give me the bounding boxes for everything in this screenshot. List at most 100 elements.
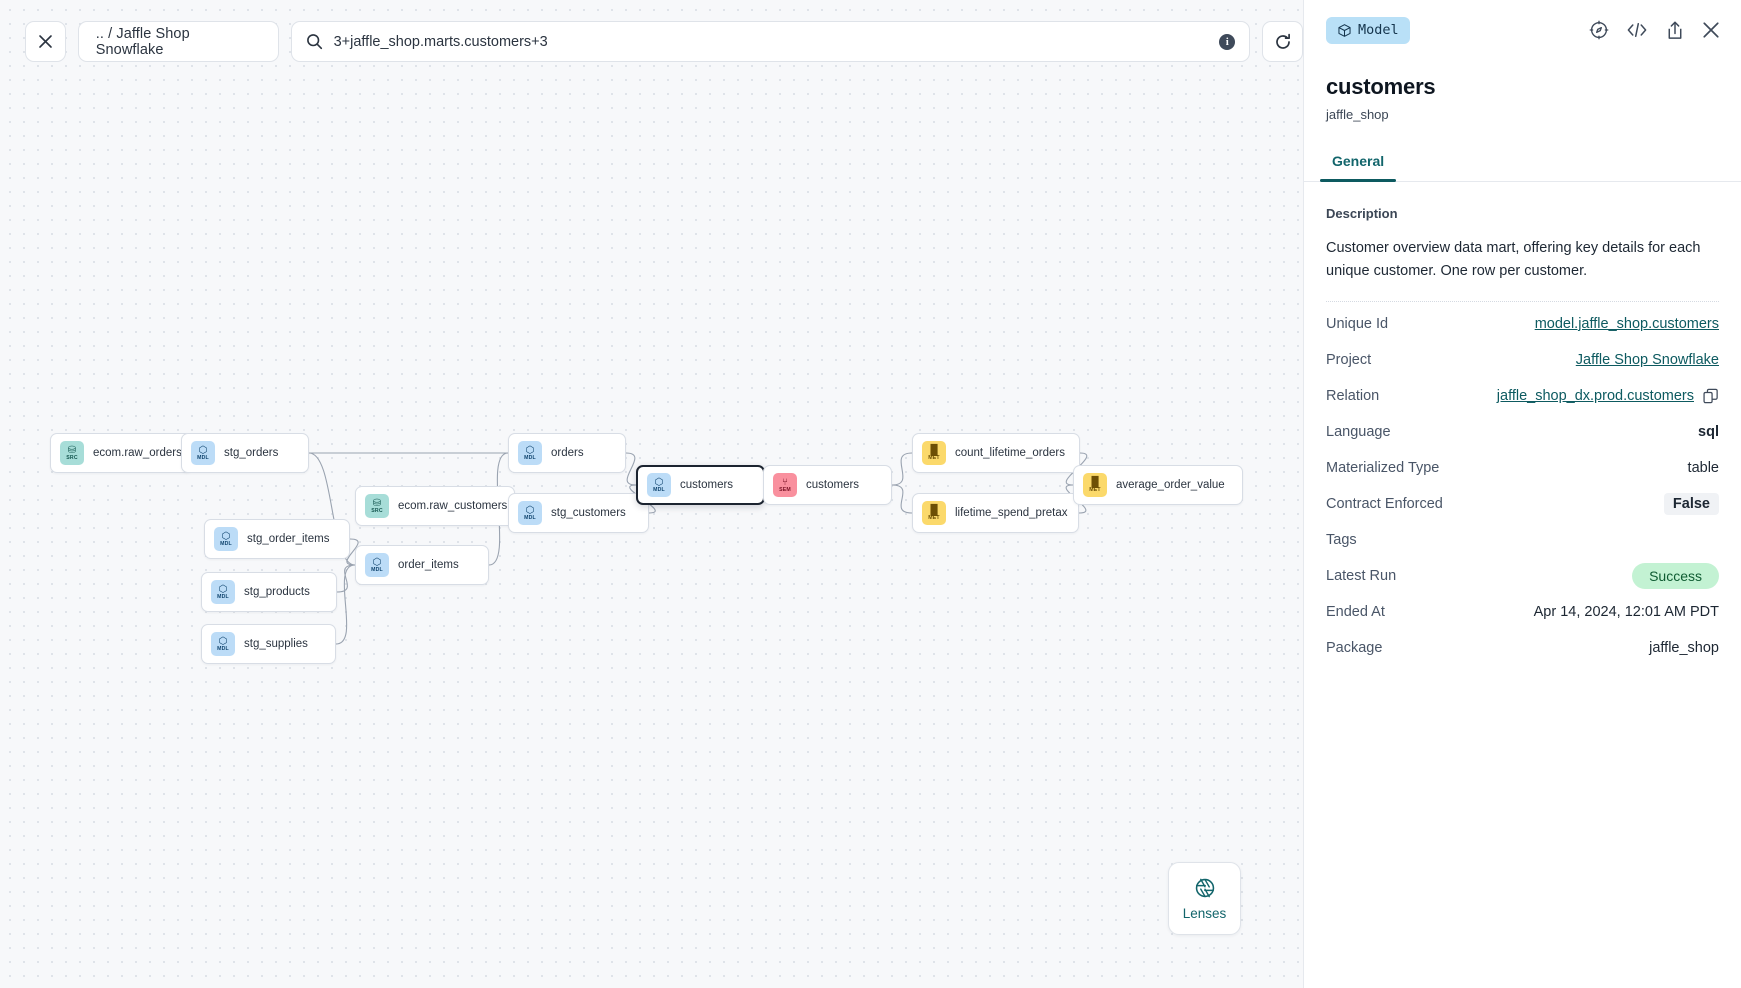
- property-row: Relation jaffle_shop_dx.prod.customers: [1326, 378, 1719, 414]
- property-row: Tags: [1326, 522, 1719, 558]
- node-label: stg_supplies: [244, 638, 308, 650]
- node-label: ecom.raw_orders: [93, 447, 182, 459]
- lineage-node-order_items[interactable]: ⬡MDL order_items: [355, 545, 489, 585]
- lineage-node-stg_orders[interactable]: ⬡MDL stg_orders: [181, 433, 309, 473]
- property-value-group: sql: [1698, 424, 1719, 440]
- lineage-graph: ⛁SRC ecom.raw_orders ⬡MDL stg_orders ⬡MDL stg…: [50, 433, 1243, 664]
- property-key: Relation: [1326, 387, 1380, 404]
- node-type-badge-mdl-icon: ⬡MDL: [211, 580, 235, 604]
- entity-type-chip: Model: [1326, 16, 1410, 44]
- status-badge: Success: [1632, 562, 1719, 589]
- node-type-badge-mdl-icon: ⬡MDL: [647, 473, 671, 497]
- property-value: sql: [1698, 423, 1719, 440]
- node-label: stg_order_items: [247, 533, 330, 545]
- entity-type-label: Model: [1358, 22, 1399, 38]
- details-panel: Model: [1303, 0, 1741, 988]
- entity-subtitle: jaffle_shop: [1326, 107, 1389, 122]
- node-type-badge-src-icon: ⛁SRC: [60, 441, 84, 465]
- lineage-node-stg_order_items[interactable]: ⬡MDL stg_order_items: [204, 519, 350, 559]
- divider: [1326, 300, 1719, 302]
- property-value-group: Apr 14, 2024, 12:01 AM PDT: [1534, 604, 1719, 620]
- panel-body: Description Customer overview data mart,…: [1304, 182, 1741, 666]
- panel-actions: [1589, 20, 1720, 41]
- focus-icon[interactable]: [1589, 20, 1609, 40]
- tab-general[interactable]: General: [1319, 153, 1397, 182]
- node-label: average_order_value: [1116, 479, 1225, 491]
- node-type-badge-sem-icon: ⑂SEM: [773, 473, 797, 497]
- description-label: Description: [1326, 206, 1398, 221]
- node-label: customers: [680, 479, 734, 491]
- panel-tabs: General: [1304, 153, 1741, 182]
- node-type-badge-mdl-icon: ⬡MDL: [518, 441, 542, 465]
- node-label: stg_orders: [224, 447, 279, 459]
- node-label: stg_customers: [551, 507, 626, 519]
- property-row: Project Jaffle Shop Snowflake: [1326, 342, 1719, 378]
- node-type-badge-met-icon: █MET: [1083, 473, 1107, 497]
- info-icon[interactable]: i: [1219, 33, 1236, 50]
- close-icon[interactable]: [1702, 21, 1720, 39]
- refresh-icon: [1275, 33, 1290, 49]
- close-icon: [39, 35, 52, 48]
- node-type-badge-mdl-icon: ⬡MDL: [211, 632, 235, 656]
- panel-title-block: customers jaffle_shop: [1304, 60, 1741, 122]
- share-icon[interactable]: [1665, 20, 1685, 41]
- breadcrumb-button[interactable]: .. / Jaffle Shop Snowflake: [77, 21, 279, 62]
- node-label: customers: [806, 479, 860, 491]
- property-value[interactable]: Jaffle Shop Snowflake: [1575, 351, 1719, 368]
- page-title: customers: [1326, 74, 1436, 99]
- property-key: Latest Run: [1326, 567, 1397, 584]
- copy-icon[interactable]: [1703, 388, 1719, 404]
- property-value[interactable]: model.jaffle_shop.customers: [1534, 315, 1719, 332]
- panel-header: Model: [1304, 0, 1741, 60]
- node-type-badge-mdl-icon: ⬡MDL: [365, 553, 389, 577]
- property-value-group: jaffle_shop_dx.prod.customers: [1497, 388, 1719, 404]
- property-key: Materialized Type: [1326, 459, 1440, 476]
- node-type-badge-mdl-icon: ⬡MDL: [191, 441, 215, 465]
- aperture-icon: [1195, 878, 1214, 897]
- lineage-node-customers_semantic[interactable]: ⑂SEM customers: [763, 465, 892, 505]
- node-label: ecom.raw_customers: [398, 500, 508, 512]
- property-value[interactable]: jaffle_shop_dx.prod.customers: [1496, 387, 1694, 404]
- node-type-badge-src-icon: ⛁SRC: [365, 494, 389, 518]
- node-label: order_items: [398, 559, 459, 571]
- property-key: Project: [1326, 351, 1372, 368]
- lineage-node-customers_model[interactable]: ⬡MDL customers: [636, 465, 765, 505]
- property-value: Apr 14, 2024, 12:01 AM PDT: [1533, 603, 1719, 620]
- property-row: Latest Run Success: [1326, 558, 1719, 594]
- lineage-node-count_lifetime_orders[interactable]: █MET count_lifetime_orders: [912, 433, 1080, 473]
- node-label: stg_products: [244, 586, 310, 598]
- lineage-node-average_order_value[interactable]: █MET average_order_value: [1073, 465, 1243, 505]
- property-value-group: Jaffle Shop Snowflake: [1576, 352, 1719, 368]
- node-type-badge-mdl-icon: ⬡MDL: [518, 501, 542, 525]
- refresh-button[interactable]: [1262, 21, 1303, 62]
- property-value: table: [1687, 459, 1719, 476]
- property-value-group: False: [1663, 492, 1719, 515]
- property-value-group: Success: [1632, 562, 1719, 589]
- property-value-group: model.jaffle_shop.customers: [1535, 316, 1719, 332]
- lineage-canvas[interactable]: ⛁SRC ecom.raw_orders ⬡MDL stg_orders ⬡MDL stg…: [0, 0, 1303, 988]
- search-input[interactable]: [333, 33, 1209, 50]
- breadcrumb-label: .. / Jaffle Shop Snowflake: [95, 25, 190, 58]
- node-type-badge-met-icon: █MET: [922, 501, 946, 525]
- lineage-search-bar[interactable]: i: [290, 21, 1251, 62]
- lineage-node-ecom_raw_orders[interactable]: ⛁SRC ecom.raw_orders: [50, 433, 192, 473]
- lineage-node-stg_supplies[interactable]: ⬡MDL stg_supplies: [201, 624, 336, 664]
- node-type-badge-met-icon: █MET: [922, 441, 946, 465]
- lineage-node-stg_customers[interactable]: ⬡MDL stg_customers: [508, 493, 649, 533]
- close-graph-button[interactable]: [25, 21, 66, 62]
- node-type-badge-mdl-icon: ⬡MDL: [214, 527, 238, 551]
- property-value-group: table: [1688, 460, 1719, 476]
- tab-general-label: General: [1332, 153, 1385, 169]
- lineage-node-ecom_raw_customers[interactable]: ⛁SRC ecom.raw_customers: [355, 486, 515, 526]
- code-icon[interactable]: [1626, 20, 1648, 40]
- node-label: count_lifetime_orders: [955, 447, 1065, 459]
- search-icon: [306, 34, 322, 50]
- lenses-button[interactable]: Lenses: [1168, 862, 1241, 935]
- lineage-node-stg_products[interactable]: ⬡MDL stg_products: [201, 572, 337, 612]
